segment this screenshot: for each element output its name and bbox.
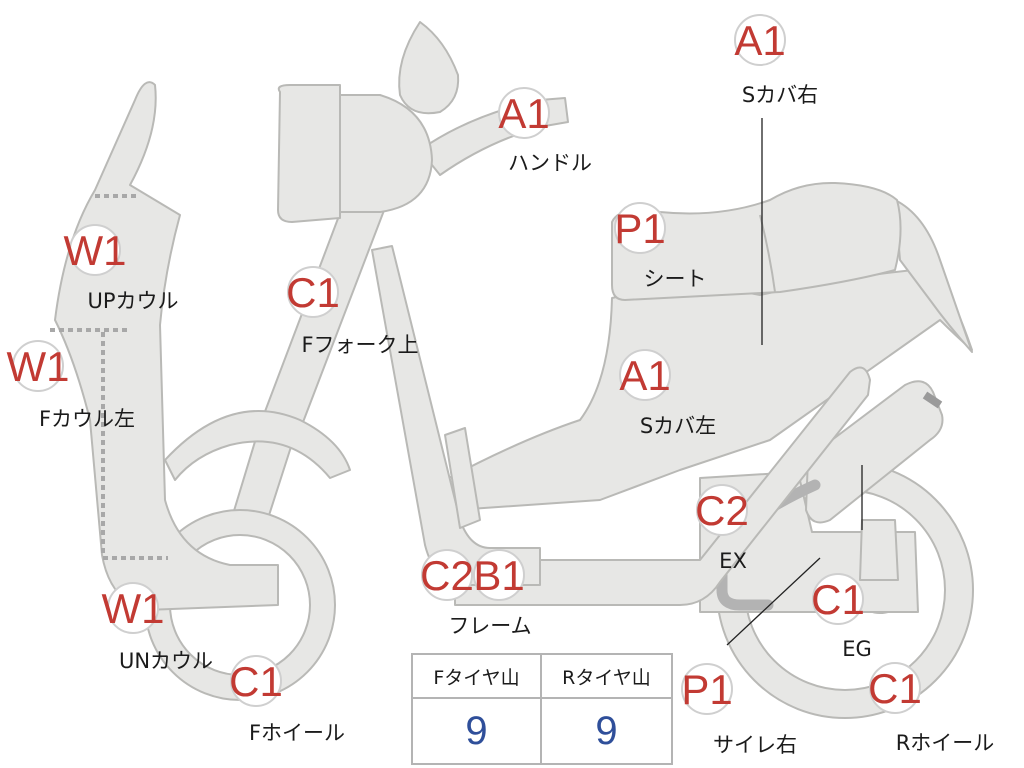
rear-tire-value: 9	[595, 708, 618, 753]
front-tire-header: Fタイヤ山	[413, 655, 542, 699]
seat-code: P1	[614, 205, 665, 252]
f-fork-upper-code: C1	[286, 269, 340, 316]
headlight	[277, 84, 341, 223]
muffler-right-name: サイレ右	[713, 733, 797, 757]
shock-rod	[922, 391, 943, 409]
front-tire-value: 9	[413, 699, 542, 763]
label-frame: C2 B1 フレーム	[420, 549, 532, 638]
r-wheel-name: Rホイール	[896, 731, 995, 755]
label-seat: P1 シート	[614, 202, 707, 291]
eg-code: C1	[811, 576, 865, 623]
label-f-cowl-left: W1 Fカウル左	[7, 340, 135, 431]
front-cowl	[54, 81, 279, 611]
muffler-right-code: P1	[681, 666, 732, 713]
leader-muffler	[726, 557, 821, 646]
label-up-cowl: W1 UPカウル	[64, 224, 179, 313]
ex-code: C2	[695, 487, 749, 534]
r-wheel-code: C1	[868, 665, 922, 712]
frame-code-b: B1	[473, 552, 524, 599]
frame-stay	[444, 427, 481, 529]
scover-left-code: A1	[619, 352, 670, 399]
label-muffler-right: P1 サイレ右	[681, 663, 797, 757]
label-eg: C1 EG	[811, 573, 872, 661]
handle-code: A1	[498, 90, 549, 137]
label-f-fork-upper: C1 Fフォーク上	[286, 266, 419, 357]
label-un-cowl: W1 UNカウル	[102, 582, 213, 673]
scover-left-name: Sカバ左	[640, 414, 716, 438]
front-fender	[164, 410, 351, 481]
un-cowl-name: UNカウル	[119, 649, 213, 673]
f-wheel-code: C1	[229, 658, 283, 705]
shock-lower	[859, 519, 899, 581]
rear-tire-header: Rタイヤ山	[542, 655, 671, 699]
label-r-wheel: C1 Rホイール	[868, 662, 995, 755]
f-cowl-left-name: Fカウル左	[39, 407, 135, 431]
scover-right-name: Sカバ右	[742, 83, 818, 107]
seat	[611, 181, 902, 301]
handle-name: ハンドル	[508, 151, 592, 175]
f-cowl-left-code: W1	[7, 343, 70, 390]
frame-tube-main	[371, 245, 541, 586]
label-scover-left: A1 Sカバ左	[619, 349, 716, 438]
label-ex: C2 EX	[695, 484, 749, 573]
scooter-illustration	[50, 21, 974, 719]
seat-name: シート	[644, 267, 707, 291]
frame-name: フレーム	[448, 614, 531, 638]
up-cowl-code: W1	[64, 227, 127, 274]
tail-fin	[894, 199, 973, 353]
label-f-wheel: C1 Fホイール	[229, 655, 345, 745]
f-wheel-name: Fホイール	[249, 721, 345, 745]
f-fork-upper-name: Fフォーク上	[301, 333, 418, 357]
eg-name: EG	[842, 637, 872, 661]
tire-tread-table: Fタイヤ山 Rタイヤ山 9 9	[411, 653, 673, 765]
un-cowl-code: W1	[102, 585, 165, 632]
headlight-housing	[319, 94, 433, 213]
frame-code-a: C2	[420, 552, 474, 599]
label-scover-right: A1 Sカバ右	[734, 14, 818, 107]
scover-right-code: A1	[734, 17, 785, 64]
up-cowl-name: UPカウル	[87, 289, 178, 313]
ex-name: EX	[719, 549, 747, 573]
mirror	[398, 21, 460, 115]
exhaust-pipe-lower	[716, 559, 774, 611]
label-handle: A1 ハンドル	[498, 87, 592, 175]
rear-shock	[805, 380, 944, 524]
